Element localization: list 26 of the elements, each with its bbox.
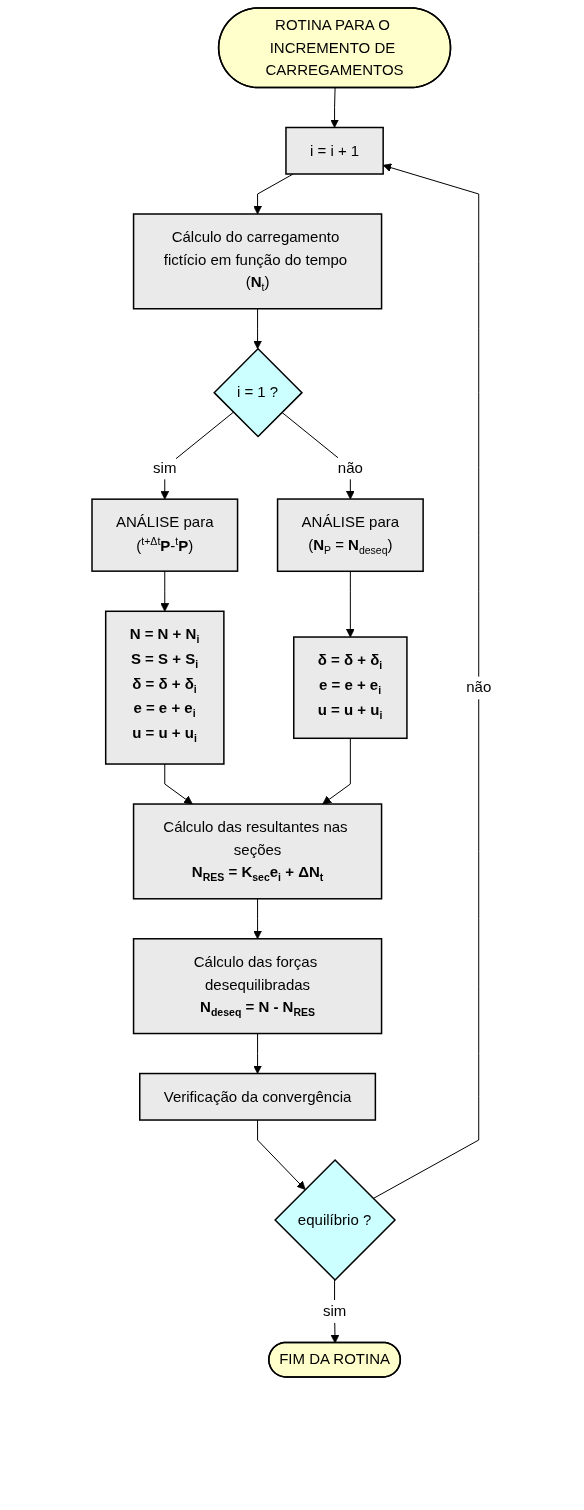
- edge-label: não: [338, 458, 364, 476]
- arrow: [160, 570, 170, 612]
- node-box: i = i + 1: [285, 126, 385, 175]
- arrow: [253, 898, 263, 940]
- arrow: [322, 737, 352, 805]
- node-diamond: equilíbrio ?: [274, 1158, 397, 1281]
- node-box: Cálculo do carregamento fictício em função do tempo (N$_{t}$): [133, 213, 383, 310]
- node-diamond: i = 1 ?: [213, 347, 304, 438]
- node-box: Verificação da convergência: [139, 1072, 377, 1121]
- arrow: [373, 163, 480, 1200]
- edge-label: não: [466, 678, 492, 696]
- node-box: Cálculo das forças desequilibradas N$_{deseq}$ = N - N$_{RES}$: [133, 938, 383, 1035]
- arrow: [164, 763, 194, 805]
- arrow: [253, 308, 263, 350]
- arrow: [330, 87, 340, 128]
- edge-label: sim: [323, 1301, 347, 1319]
- arrow: [257, 1119, 306, 1190]
- arrow: [253, 1033, 263, 1074]
- node-box: N = N + N$_{i}$ S = S + S$_{i}$ δ = δ + δ$_{i}$ e = e + e$_{i}$ u = u + u$_{i}$: [105, 610, 225, 765]
- node-box: ANÁLISE para ($^{t+Δt}$P-$^{t}$P): [91, 498, 239, 572]
- edge-label: sim: [153, 458, 177, 476]
- node-box: Cálculo das resultantes nas seções N$_{RES}$ = K$_{sec}$e$_{i}$ + ΔN$_{t}$: [133, 803, 383, 900]
- arrow: [160, 411, 235, 500]
- node-box: ANÁLISE para (N$_{P}$ = N$_{deseq}$): [277, 498, 425, 573]
- arrow: [346, 570, 356, 638]
- node-box: δ = δ + δ$_{i}$ e = e + e$_{i}$ u = u + u$_{i}$: [293, 636, 409, 740]
